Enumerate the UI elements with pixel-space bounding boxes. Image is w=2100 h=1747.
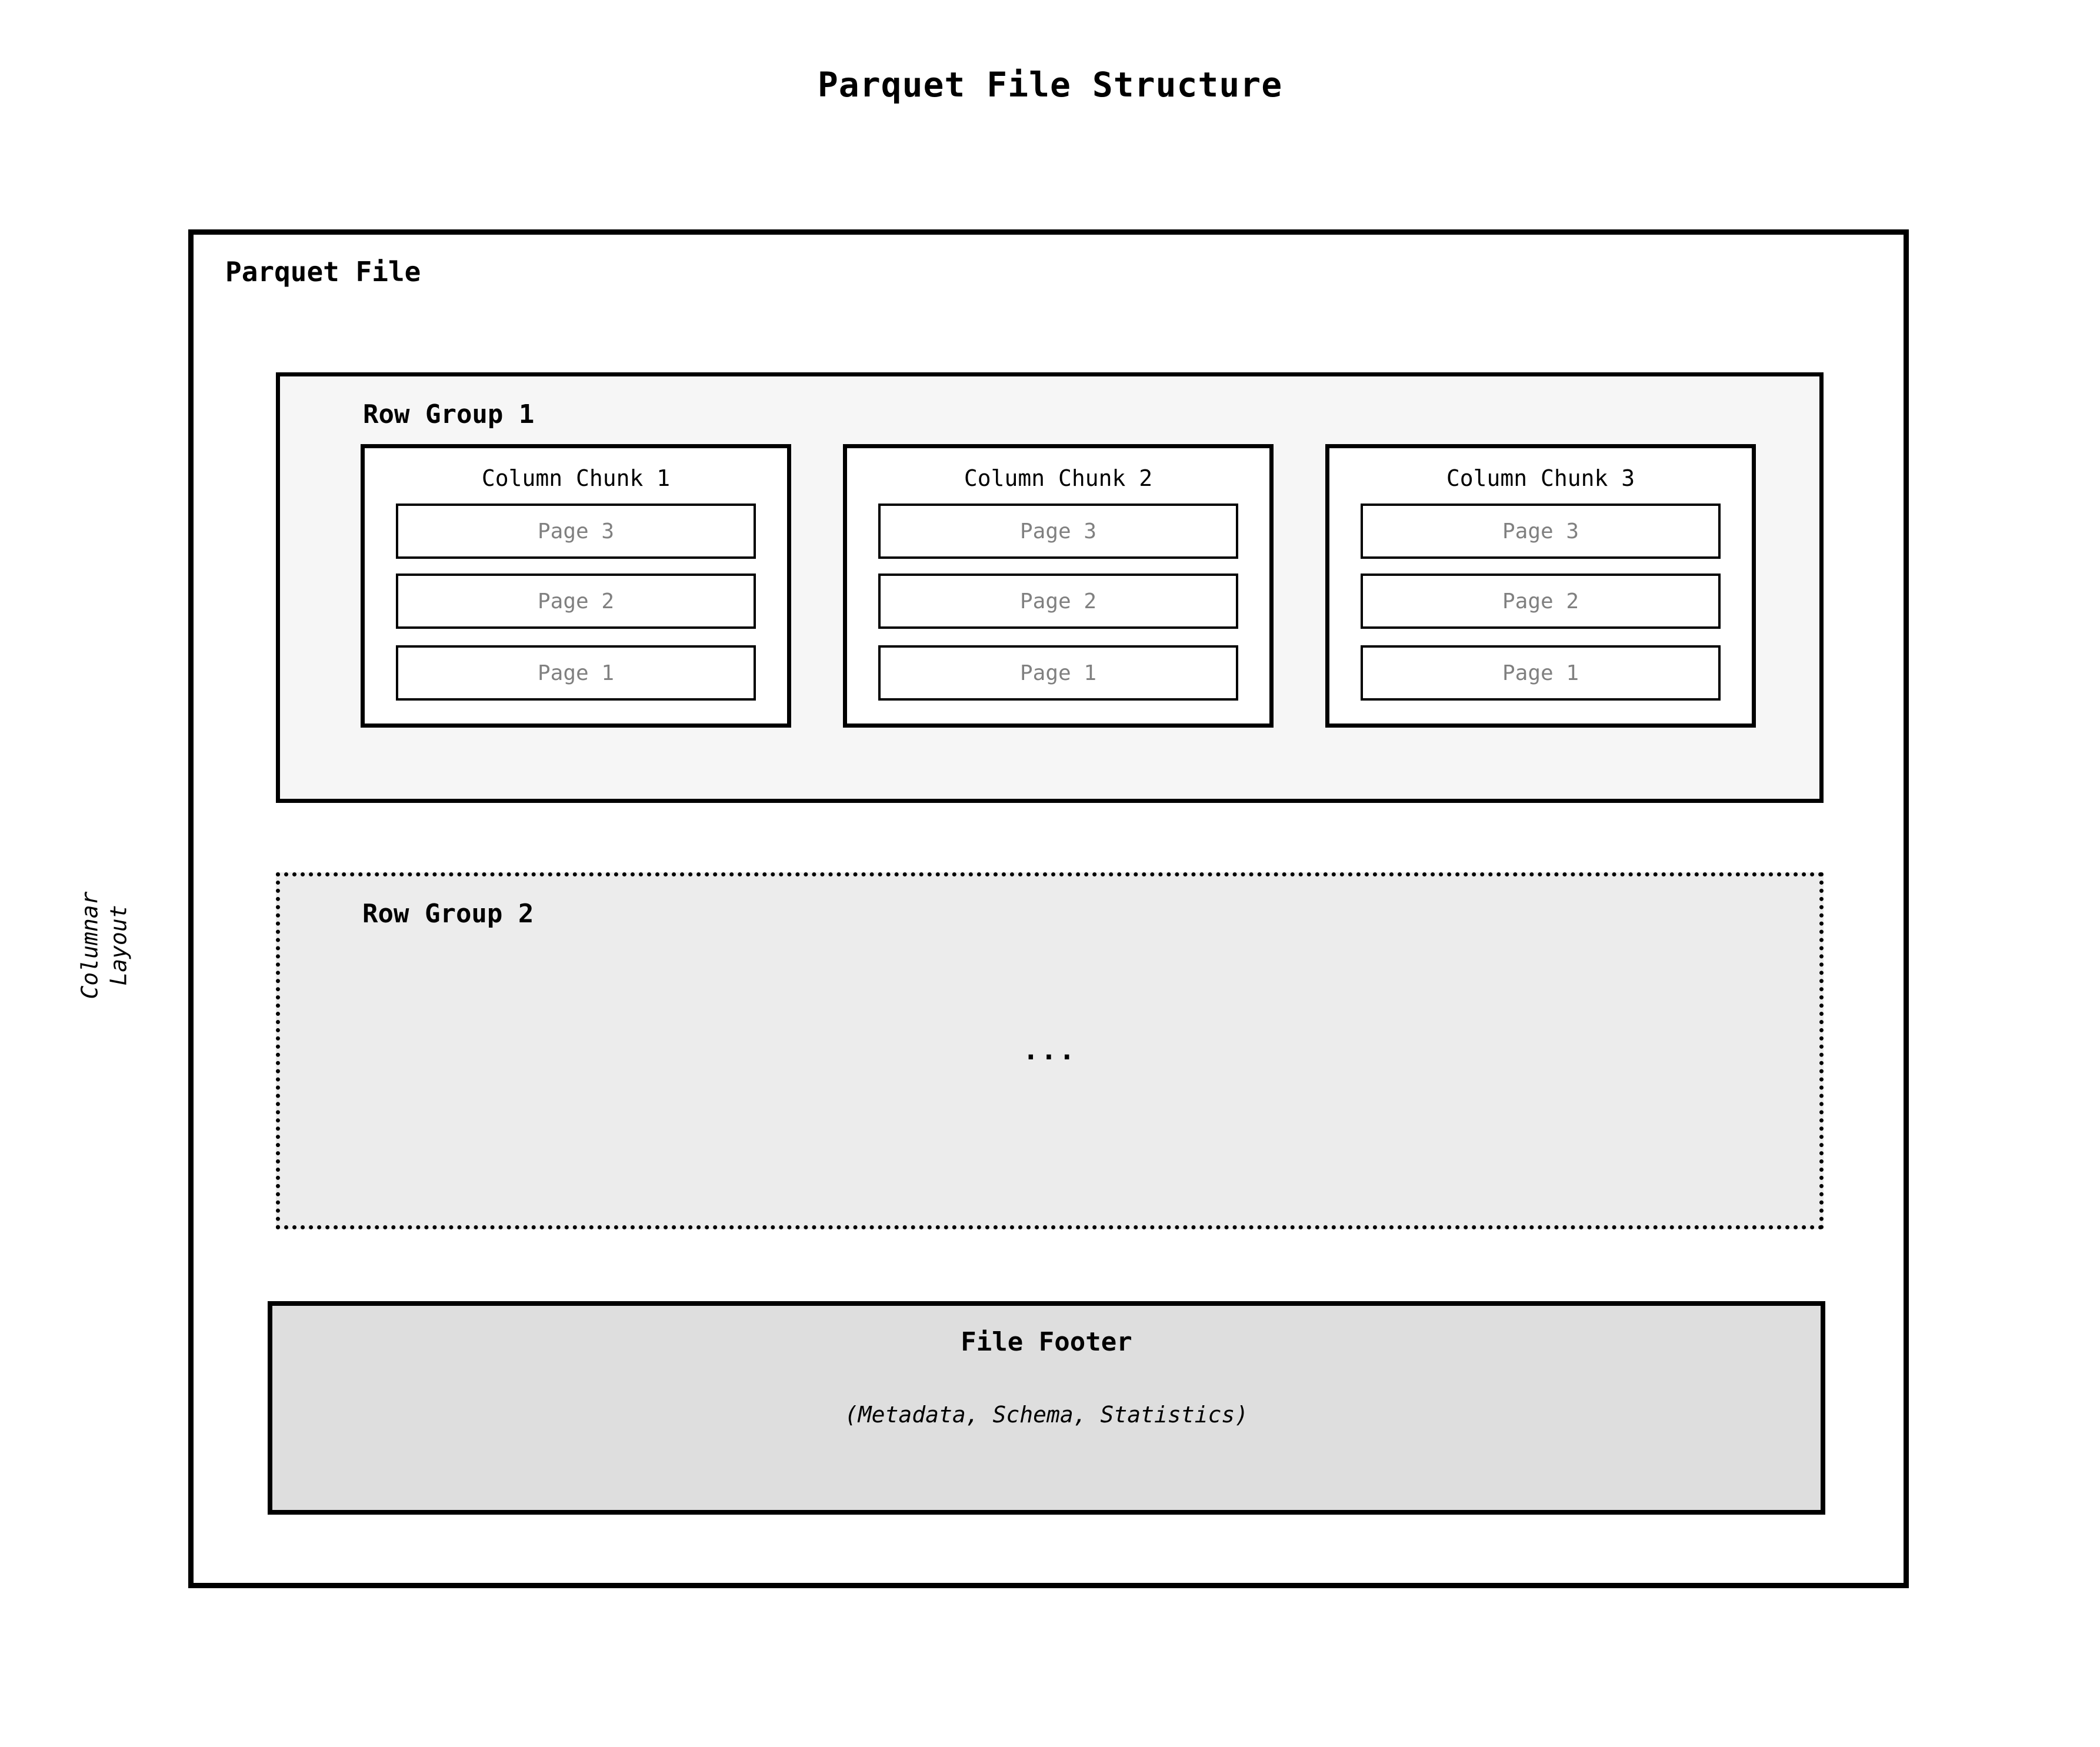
column-chunk-3-label: Column Chunk 3 [1446,465,1635,491]
page-box: Page 1 [878,645,1238,701]
column-chunk-2-label: Column Chunk 2 [964,465,1153,491]
column-chunk-3-box: Column Chunk 3 Page 3 Page 2 Page 1 [1325,444,1756,728]
page-box: Page 1 [1361,645,1721,701]
parquet-file-box: Parquet File Row Group 1 Column Chunk 1 … [188,229,1909,1588]
row-group-1-label: Row Group 1 [363,399,535,429]
column-chunk-1-label: Column Chunk 1 [481,465,671,491]
parquet-file-label: Parquet File [225,256,421,288]
row-group-2-label: Row Group 2 [362,899,534,929]
columnar-layout-label: Columnar Layout [76,891,134,999]
page-box: Page 2 [878,574,1238,629]
page-box: Page 2 [1361,574,1721,629]
columnar-layout-line1: Columnar [76,891,103,999]
file-footer-box: File Footer (Metadata, Schema, Statistic… [268,1301,1825,1515]
page-label: Page 1 [1502,661,1579,685]
column-chunk-1-box: Column Chunk 1 Page 3 Page 2 Page 1 [361,444,791,728]
page-label: Page 2 [1019,589,1097,614]
row-group-2-ellipsis: ... [1022,1034,1077,1066]
row-group-1-box: Row Group 1 Column Chunk 1 Page 3 Page 2… [276,372,1824,803]
page-label: Page 3 [537,519,615,544]
page-label: Page 3 [1019,519,1097,544]
page-box: Page 3 [396,504,756,559]
page-box: Page 3 [1361,504,1721,559]
page-box: Page 1 [396,645,756,701]
page-label: Page 2 [537,589,615,614]
column-chunk-2-box: Column Chunk 2 Page 3 Page 2 Page 1 [843,444,1274,728]
file-footer-label: File Footer [961,1327,1132,1357]
page-box: Page 2 [396,574,756,629]
page-label: Page 3 [1502,519,1579,544]
page-box: Page 3 [878,504,1238,559]
page-label: Page 1 [537,661,615,685]
diagram-title: Parquet File Structure [817,65,1283,105]
page-label: Page 2 [1502,589,1579,614]
columnar-layout-line2: Layout [106,905,132,986]
row-group-2-box: Row Group 2 ... [276,872,1824,1229]
file-footer-subtitle: (Metadata, Schema, Statistics) [844,1402,1249,1428]
page-label: Page 1 [1019,661,1097,685]
